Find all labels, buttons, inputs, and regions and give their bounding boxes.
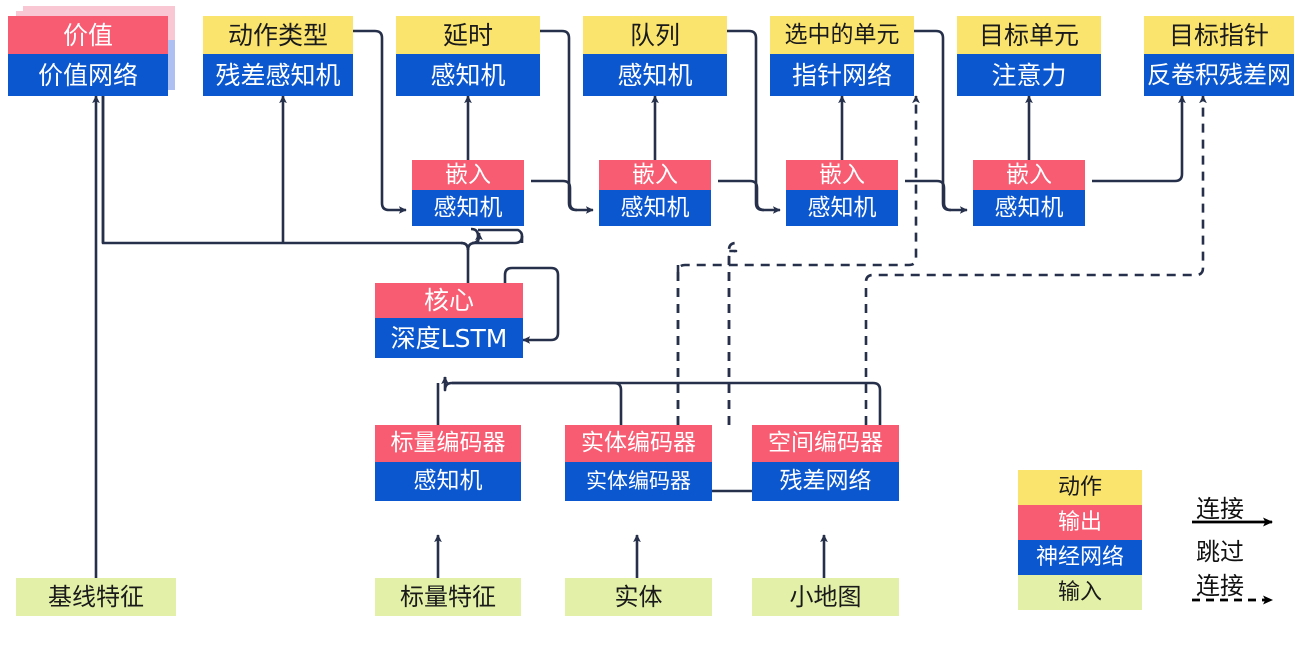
node-embed-3[interactable]: 嵌入 感知机: [786, 160, 898, 226]
node-selected-units-top: 选中的单元: [770, 16, 914, 54]
node-target-point[interactable]: 目标指针 反卷积残差网: [1144, 16, 1294, 96]
node-spatial-encoder[interactable]: 空间编码器 残差网络: [752, 425, 899, 501]
node-target-point-top: 目标指针: [1144, 16, 1294, 54]
node-input-entity[interactable]: 实体: [565, 578, 712, 616]
legend-action: 动作: [1018, 470, 1142, 505]
node-embed-4[interactable]: 嵌入 感知机: [973, 160, 1085, 226]
node-delay-top: 延时: [396, 16, 540, 54]
node-input-scalar[interactable]: 标量特征: [375, 578, 521, 616]
node-selected-units-bottom: 指针网络: [770, 54, 914, 96]
node-entity-encoder-bottom: 实体编码器: [565, 462, 712, 501]
node-spatial-encoder-bottom: 残差网络: [752, 462, 899, 501]
node-core-top: 核心: [375, 283, 523, 318]
node-core[interactable]: 核心 深度LSTM: [375, 283, 523, 358]
node-action-type-bottom: 残差感知机: [203, 54, 353, 96]
node-delay[interactable]: 延时 感知机: [396, 16, 540, 96]
node-core-bottom: 深度LSTM: [375, 318, 523, 358]
node-delay-bottom: 感知机: [396, 54, 540, 96]
node-scalar-encoder-bottom: 感知机: [375, 462, 521, 501]
node-queued-bottom: 感知机: [583, 54, 727, 96]
node-action-type[interactable]: 动作类型 残差感知机: [203, 16, 353, 96]
node-entity-encoder-top: 实体编码器: [565, 425, 712, 462]
node-input-minimap[interactable]: 小地图: [752, 578, 899, 616]
node-embed-4-bottom: 感知机: [973, 190, 1085, 226]
node-embed-1-top: 嵌入: [412, 160, 524, 190]
node-scalar-encoder[interactable]: 标量编码器 感知机: [375, 425, 521, 501]
node-target-unit-bottom: 注意力: [957, 54, 1101, 96]
node-target-unit[interactable]: 目标单元 注意力: [957, 16, 1101, 96]
node-embed-2-top: 嵌入: [599, 160, 711, 190]
legend-skip-label-line2: 连接: [1196, 572, 1244, 600]
node-embed-3-top: 嵌入: [786, 160, 898, 190]
legend-skip-label-line1: 跳过: [1196, 538, 1244, 566]
node-entity-encoder[interactable]: 实体编码器 实体编码器: [565, 425, 712, 501]
node-embed-1[interactable]: 嵌入 感知机: [412, 160, 524, 226]
node-embed-3-bottom: 感知机: [786, 190, 898, 226]
node-spatial-encoder-top: 空间编码器: [752, 425, 899, 462]
node-selected-units[interactable]: 选中的单元 指针网络: [770, 16, 914, 96]
node-queued[interactable]: 队列 感知机: [583, 16, 727, 96]
legend-network: 神经网络: [1018, 540, 1142, 575]
legend-output: 输出: [1018, 505, 1142, 540]
node-input-baseline[interactable]: 基线特征: [16, 578, 176, 616]
node-value[interactable]: 价值 价值网络: [8, 16, 168, 96]
node-action-type-top: 动作类型: [203, 16, 353, 54]
legend-input: 输入: [1018, 575, 1142, 610]
node-embed-2-bottom: 感知机: [599, 190, 711, 226]
node-value-top: 价值: [8, 16, 168, 54]
node-scalar-encoder-top: 标量编码器: [375, 425, 521, 462]
node-target-unit-top: 目标单元: [957, 16, 1101, 54]
node-embed-2[interactable]: 嵌入 感知机: [599, 160, 711, 226]
node-embed-1-bottom: 感知机: [412, 190, 524, 226]
node-queued-top: 队列: [583, 16, 727, 54]
legend-connection-label: 连接: [1196, 495, 1244, 523]
node-value-bottom: 价值网络: [8, 54, 168, 96]
node-target-point-bottom: 反卷积残差网: [1144, 54, 1294, 96]
legend-swatches: 动作 输出 神经网络 输入: [1018, 470, 1142, 610]
node-embed-4-top: 嵌入: [973, 160, 1085, 190]
